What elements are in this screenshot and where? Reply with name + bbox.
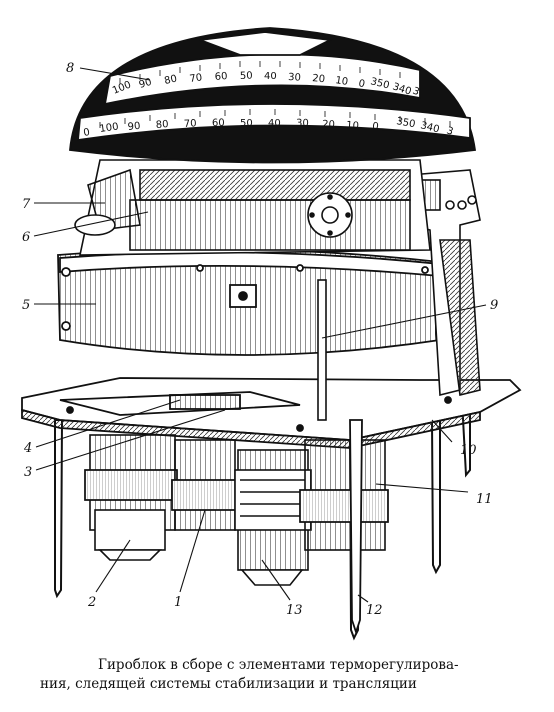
dial-lower-label: 60 xyxy=(212,118,225,129)
callout-2: 2 xyxy=(87,595,96,610)
caption-line-2: ния, следящей системы стабилизации и тра… xyxy=(40,676,417,692)
base-plate xyxy=(21,377,522,449)
callout-8: 8 xyxy=(66,61,74,76)
callout-6: 6 xyxy=(22,230,30,245)
dial-lower-label: 350 xyxy=(395,116,416,130)
dial-lower-label: 340 xyxy=(419,120,440,135)
callout-10: 10 xyxy=(460,443,477,458)
dial-upper-label: 0 xyxy=(357,78,366,90)
lower-cylinders xyxy=(84,434,389,586)
dial-lower-label: 40 xyxy=(268,118,281,129)
figure-caption: Гироблок в сборе с элементами терморегул… xyxy=(40,656,540,694)
caption-line-1: Гироблок в сборе с элементами терморегул… xyxy=(98,657,459,673)
dial-upper-label: 40 xyxy=(264,71,277,82)
dial-upper-label: 10 xyxy=(335,75,349,88)
dial-lower-label: 10 xyxy=(346,120,359,132)
callout-4: 4 xyxy=(23,441,32,456)
housing-ring xyxy=(57,248,441,356)
callout-1: 1 xyxy=(174,595,182,610)
callout-3: 3 xyxy=(24,465,32,480)
callout-9: 9 xyxy=(490,298,498,313)
dial-lower-label: 50 xyxy=(240,118,253,129)
callout-7: 7 xyxy=(22,197,31,212)
pin-12 xyxy=(349,419,363,635)
dial-ticks xyxy=(99,61,451,128)
dial-lower-label: 90 xyxy=(127,121,141,133)
dome xyxy=(69,27,477,164)
callout-labels: 1 2 3 4 5 6 7 8 9 10 11 12 13 xyxy=(22,61,498,618)
dial-lower-label: 20 xyxy=(322,119,335,131)
dial-upper-label: 70 xyxy=(189,72,203,85)
vertical-strut xyxy=(317,279,327,421)
dial-upper-label: 350 xyxy=(369,76,390,91)
dial-upper-label: 50 xyxy=(240,71,253,82)
dial-upper-label: 80 xyxy=(163,74,178,87)
callout-13: 13 xyxy=(286,603,303,618)
dial-upper-label: 3 xyxy=(411,86,421,99)
dial-lower-label: 100 xyxy=(99,121,119,135)
upper-housing xyxy=(74,159,431,256)
dial-lower-label: 3 xyxy=(445,125,454,137)
dial-lower-scale: 0 100 90 80 70 60 50 40 30 20 10 0 350 3… xyxy=(83,116,455,139)
dial-upper-label: 30 xyxy=(288,72,301,84)
dial-upper-label: 60 xyxy=(214,71,228,83)
dial-lower-label: 70 xyxy=(184,118,197,130)
callout-12: 12 xyxy=(366,603,383,618)
dial-upper-label: 20 xyxy=(312,73,326,85)
callout-5: 5 xyxy=(22,298,30,313)
callout-11: 11 xyxy=(476,492,493,507)
leader-lines xyxy=(33,67,487,603)
dial-lower-label: 80 xyxy=(155,119,168,131)
dial-lower-label: 0 xyxy=(372,121,379,133)
dial-lower-label: 0 xyxy=(83,127,91,139)
dial-lower-label: 30 xyxy=(296,118,309,129)
